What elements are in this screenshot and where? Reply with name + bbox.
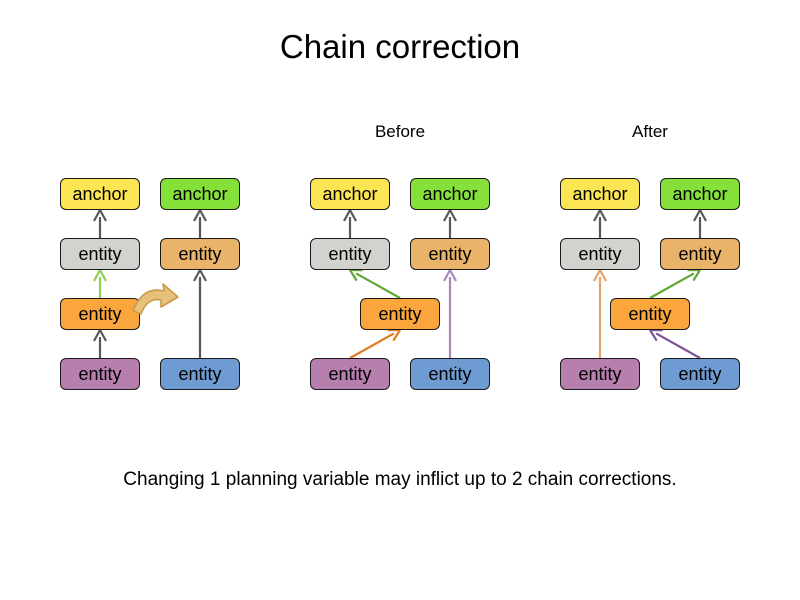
node-initial-entity-orange[interactable]: entity bbox=[60, 298, 140, 330]
node-after-anchor-left[interactable]: anchor bbox=[560, 178, 640, 210]
node-after-entity-purple[interactable]: entity bbox=[560, 358, 640, 390]
arrow-initial-entity-purple-to-entity-orange bbox=[93, 329, 107, 358]
node-initial-entity-blue[interactable]: entity bbox=[160, 358, 240, 390]
node-before-entity-grey[interactable]: entity bbox=[310, 238, 390, 270]
arrow-before-entity-purple-to-entity-orange bbox=[349, 328, 401, 359]
page-title: Chain correction bbox=[279, 28, 521, 65]
arrow-initial-entity-grey-to-anchor-left bbox=[93, 209, 107, 238]
node-after-entity-blue[interactable]: entity bbox=[660, 358, 740, 390]
arrow-after-entity-tan-to-anchor-right bbox=[693, 209, 707, 238]
slide-caption: Changing 1 planning variable may inflict… bbox=[123, 469, 677, 490]
node-before-anchor-right[interactable]: anchor bbox=[410, 178, 490, 210]
arrow-before-entity-tan-to-anchor-right bbox=[443, 209, 457, 238]
arrow-initial-entity-tan-to-anchor-right bbox=[193, 209, 207, 238]
node-initial-anchor-right[interactable]: anchor bbox=[160, 178, 240, 210]
arrow-before-entity-orange-to-entity-grey bbox=[349, 268, 401, 299]
arrow-initial-entity-orange-to-entity-grey bbox=[93, 269, 107, 298]
panel-label-before: Before bbox=[374, 122, 426, 141]
node-after-entity-orange[interactable]: entity bbox=[610, 298, 690, 330]
node-initial-anchor-left[interactable]: anchor bbox=[60, 178, 140, 210]
node-after-anchor-right[interactable]: anchor bbox=[660, 178, 740, 210]
node-after-entity-tan[interactable]: entity bbox=[660, 238, 740, 270]
node-initial-entity-grey[interactable]: entity bbox=[60, 238, 140, 270]
arrow-after-entity-grey-to-anchor-left bbox=[593, 209, 607, 238]
arrow-before-entity-grey-to-anchor-left bbox=[343, 209, 357, 238]
arrow-after-entity-purple-to-entity-grey bbox=[593, 269, 607, 358]
arrow-before-entity-blue-to-entity-tan bbox=[443, 269, 457, 358]
node-initial-entity-purple[interactable]: entity bbox=[60, 358, 140, 390]
node-after-entity-grey[interactable]: entity bbox=[560, 238, 640, 270]
node-before-anchor-left[interactable]: anchor bbox=[310, 178, 390, 210]
node-before-entity-tan[interactable]: entity bbox=[410, 238, 490, 270]
node-before-entity-orange[interactable]: entity bbox=[360, 298, 440, 330]
arrow-after-entity-blue-to-entity-orange bbox=[649, 328, 701, 359]
arrow-initial-entity-blue-to-entity-tan bbox=[193, 269, 207, 358]
node-before-entity-blue[interactable]: entity bbox=[410, 358, 490, 390]
node-initial-entity-tan[interactable]: entity bbox=[160, 238, 240, 270]
panel-label-after: After bbox=[632, 122, 668, 141]
node-before-entity-purple[interactable]: entity bbox=[310, 358, 390, 390]
arrow-after-entity-orange-to-entity-tan bbox=[649, 268, 701, 299]
